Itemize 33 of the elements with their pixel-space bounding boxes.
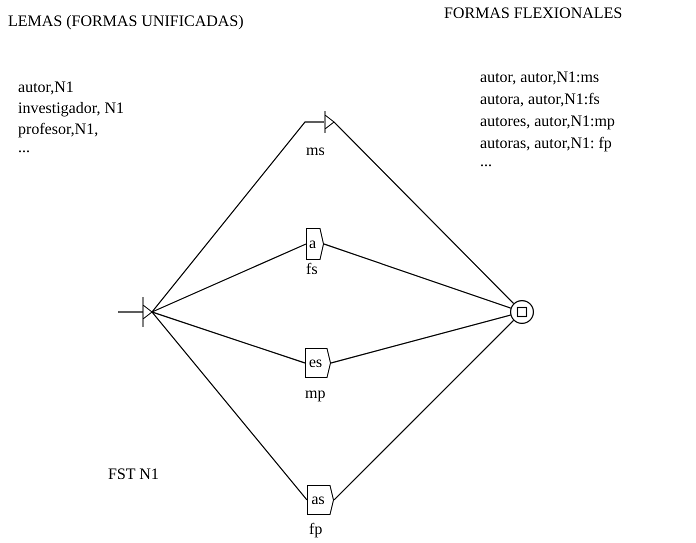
final-state-circle: [510, 300, 534, 324]
empty-box-symbol: [324, 111, 334, 133]
output-label: mp: [305, 386, 326, 402]
inflected-form-entry: autora, autor,N1:fs: [480, 92, 600, 108]
column-heading: LEMAS (FORMAS UNIFICADAS): [8, 14, 244, 30]
connector-line: [152, 311, 306, 364]
lemma-entry: profesor,N1,: [18, 122, 98, 138]
lemma-entry: autor,N1: [18, 80, 74, 96]
box-label: es: [308, 353, 324, 373]
connector-line: [324, 243, 511, 309]
transition-box: [307, 485, 334, 515]
inflected-form-entry: autor, autor,N1:ms: [480, 70, 600, 86]
column-heading: FORMAS FLEXIONALES: [444, 6, 622, 22]
box-label: as: [310, 490, 326, 510]
transition-box: [305, 348, 331, 378]
box-label: a: [308, 234, 318, 254]
output-label: ms: [306, 143, 325, 159]
inflected-form-entry: autores, autor,N1:mp: [480, 114, 615, 130]
connector-line: [152, 312, 308, 500]
connector-line: [334, 320, 514, 500]
output-label: fs: [306, 262, 318, 278]
connector-line: [152, 121, 324, 312]
ellipsis: ...: [480, 154, 492, 170]
connector-line: [334, 122, 514, 304]
ellipsis: ...: [18, 140, 30, 156]
output-label: fp: [309, 522, 322, 538]
inflected-form-entry: autoras, autor,N1: fp: [480, 136, 612, 152]
connector-line: [152, 243, 306, 313]
graph-caption: FST N1: [108, 467, 159, 483]
transition-box: [306, 228, 324, 260]
connector-line: [330, 314, 511, 364]
initial-state-symbol: [118, 297, 152, 327]
lemma-entry: investigador, N1: [18, 101, 124, 117]
